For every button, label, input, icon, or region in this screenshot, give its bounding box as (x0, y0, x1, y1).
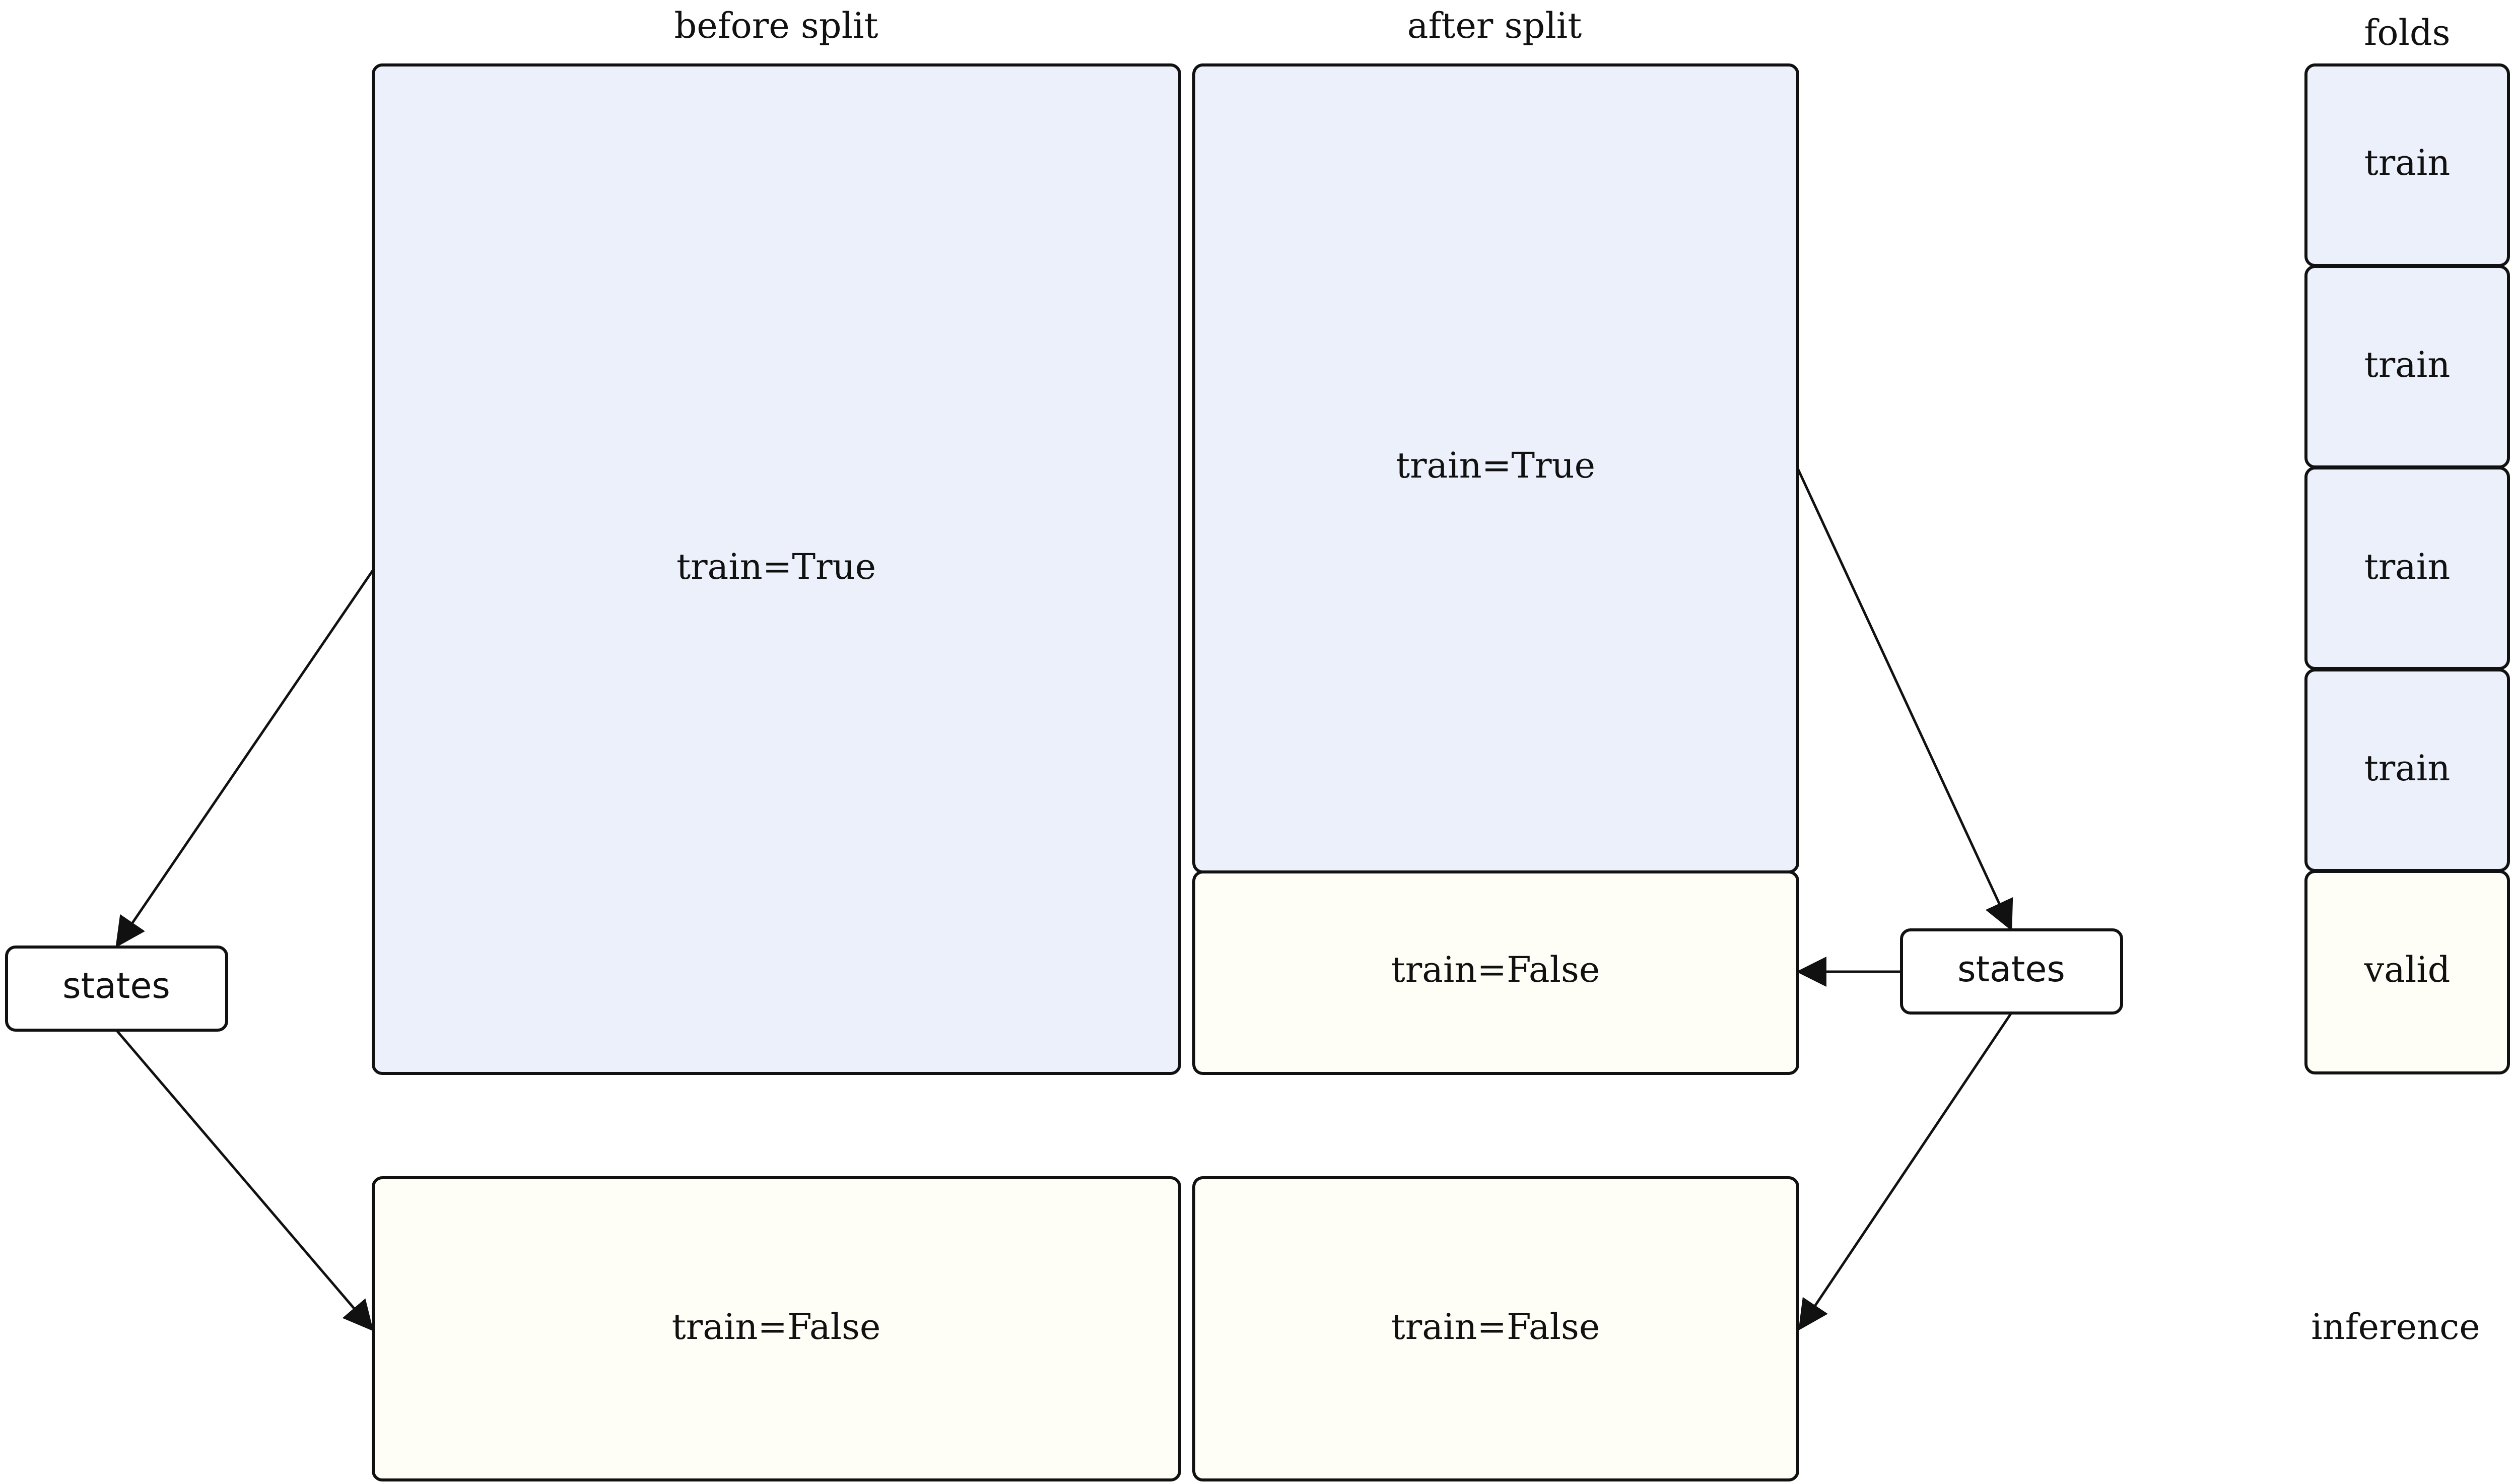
states-right-label: states (1957, 949, 2065, 990)
fold-valid-box (2304, 870, 2510, 1074)
states-left-label: states (62, 965, 170, 1006)
arrow-after-train-true-to-right-states (1796, 467, 2013, 931)
before-train-false-label: train=False (672, 1306, 881, 1347)
fold-train-label-4: train (2364, 748, 2451, 789)
heading-before-split: before split (674, 5, 878, 46)
before-train-true-box (372, 63, 1181, 1075)
after-train-false-bottom-label: train=False (1391, 1306, 1600, 1347)
arrow-right-states-to-after-train-false-bottom (1798, 1012, 2013, 1331)
after-train-false-bottom-box (1192, 1176, 1799, 1481)
arrow-left-states-to-before-train-false (115, 1029, 374, 1331)
after-train-false-top-label: train=False (1391, 949, 1600, 990)
fold-train-label-2: train (2364, 344, 2451, 385)
heading-folds: folds (2364, 12, 2450, 53)
arrow-before-train-true-to-left-states (115, 569, 375, 948)
fold-train-label-3: train (2364, 546, 2451, 587)
inference-label: inference (2311, 1306, 2480, 1347)
fold-valid-label: valid (2364, 949, 2451, 990)
fold-train-label-1: train (2364, 142, 2451, 183)
heading-after-split: after split (1407, 5, 1582, 46)
before-train-true-label: train=True (676, 546, 876, 587)
after-train-true-label: train=True (1396, 445, 1595, 486)
